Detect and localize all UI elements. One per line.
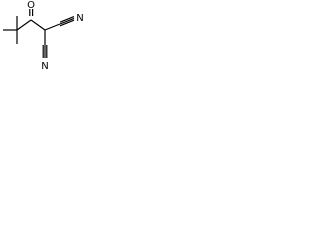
chemical-structure: O N N [3, 0, 84, 72]
bond-tbutyl-to-carbonyl [16, 19, 32, 31]
bond-alpha-to-cn-upper [44, 23, 61, 31]
tert-butyl-group [3, 16, 32, 44]
atom-label-nitrogen-upper: N [76, 13, 83, 24]
bond-triple-upper-a [59, 16, 75, 23]
nitrile-group-lower: N [41, 30, 49, 72]
atom-label-nitrogen-lower: N [41, 61, 48, 72]
atom-label-oxygen: O [27, 0, 35, 11]
bond-carbonyl-to-alpha [30, 19, 46, 31]
bond-triple-upper-c [59, 19, 75, 27]
carbonyl-group: O [27, 0, 46, 31]
bond-triple-upper-b [59, 17, 75, 25]
nitrile-group-upper: N [44, 13, 84, 31]
